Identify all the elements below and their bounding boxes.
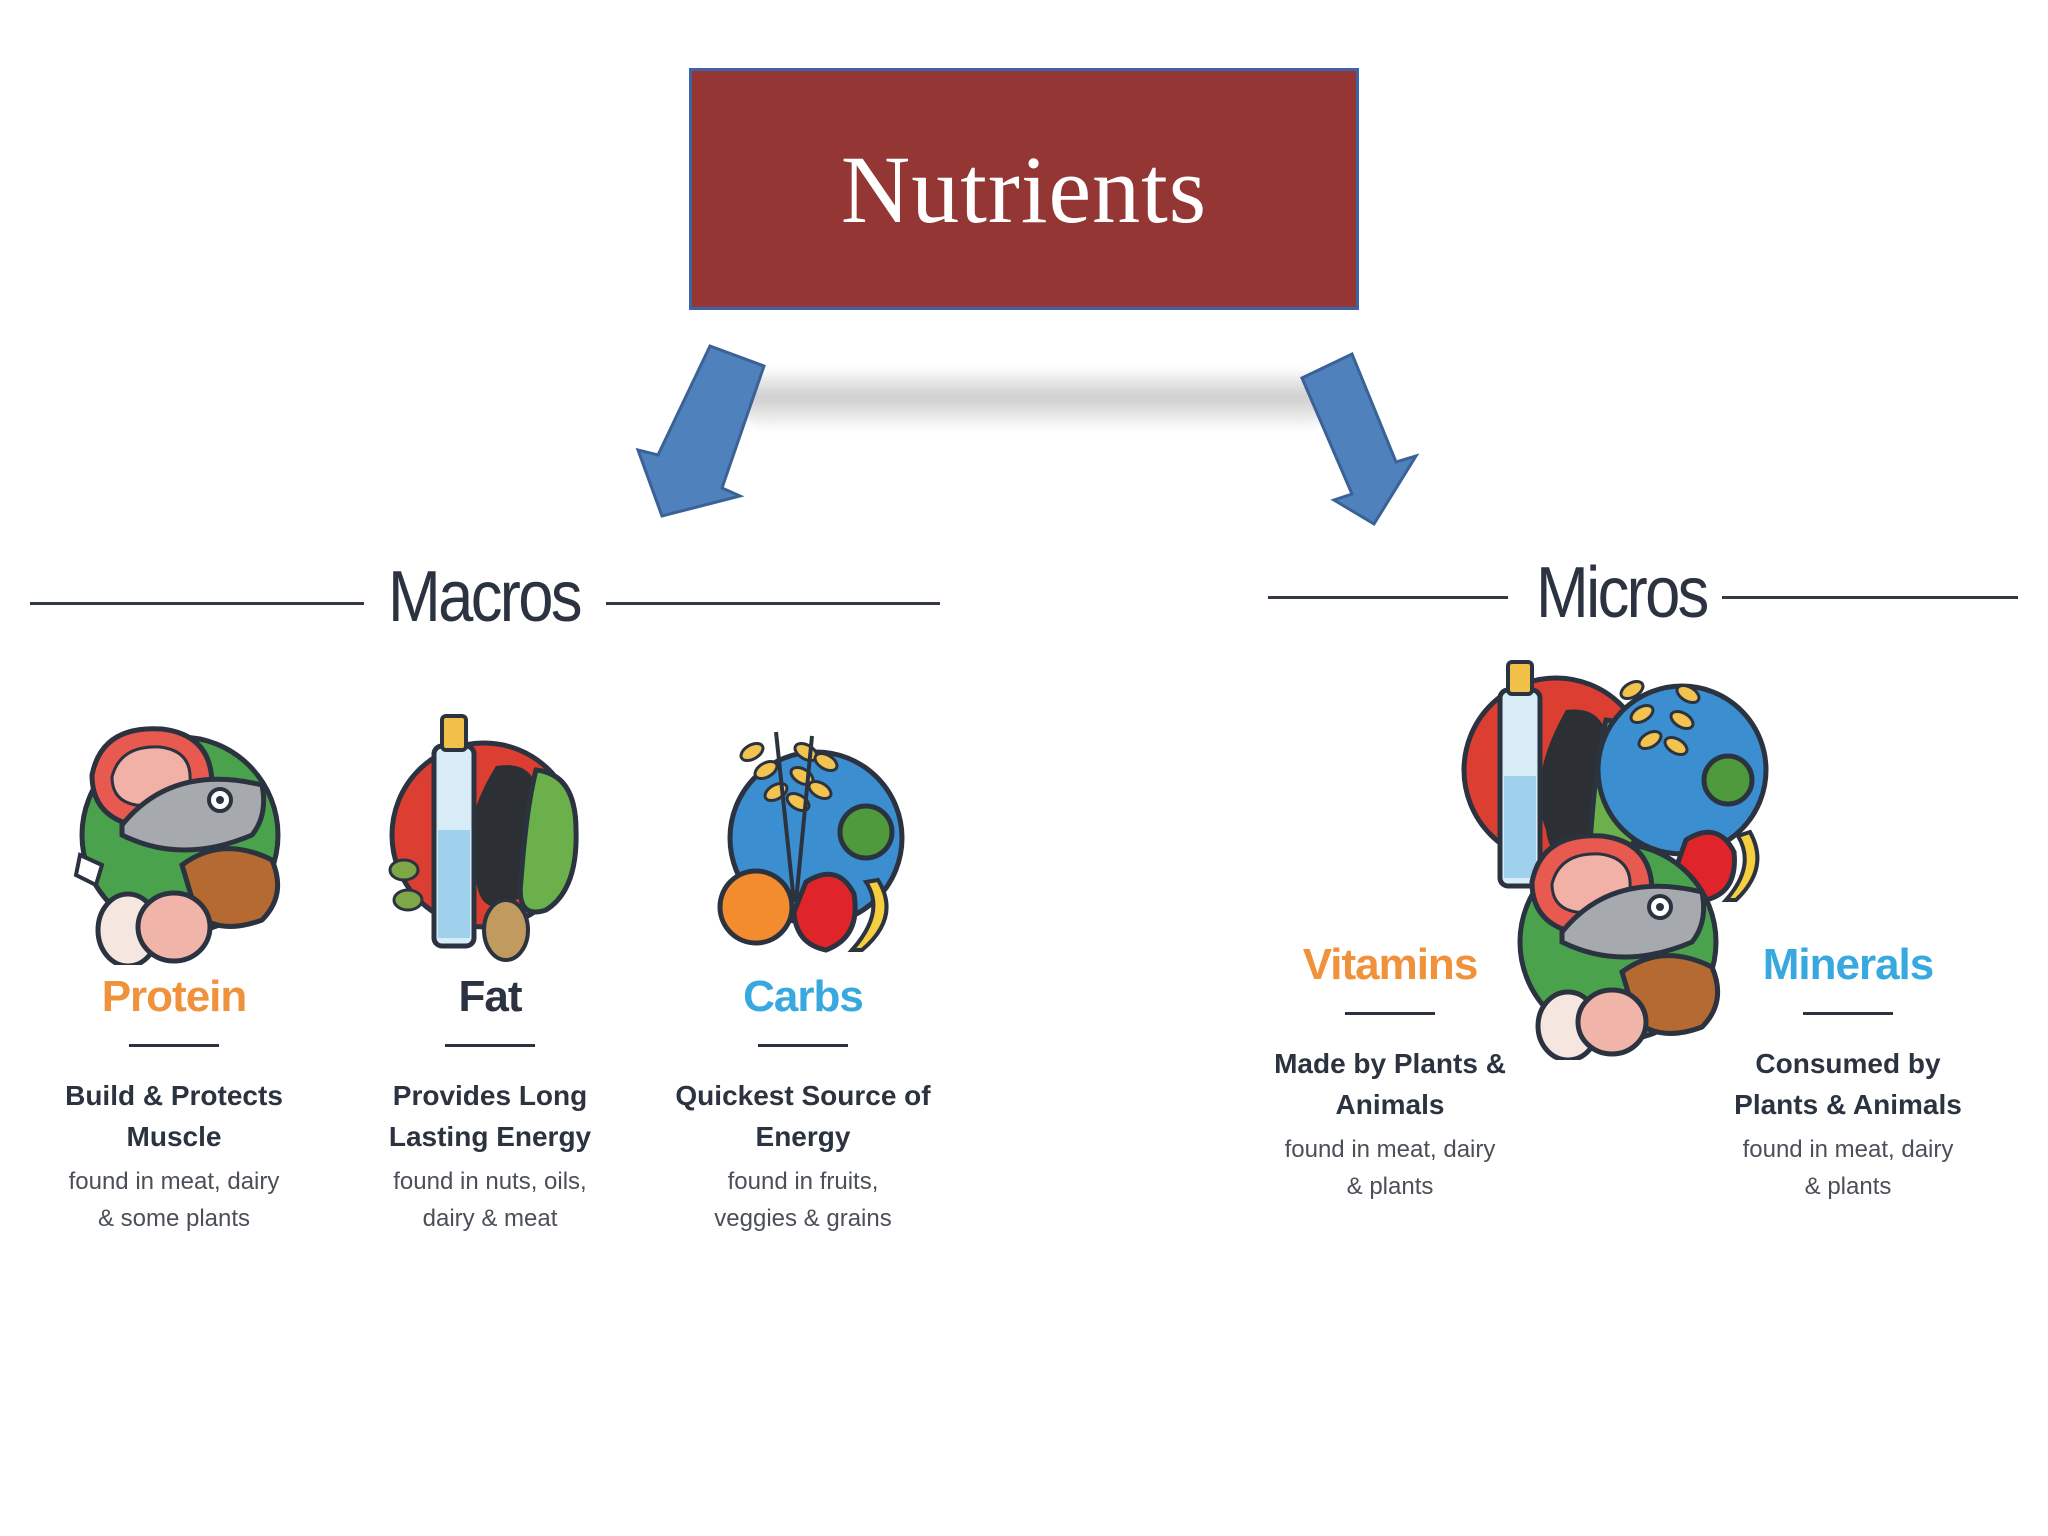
fat-desc-line2: Lasting Energy (388, 1121, 592, 1152)
protein-food-icon (73, 726, 281, 965)
minerals-note-line1: found in meat, dairy (1742, 1136, 1954, 1163)
macros-heading: Macros (388, 557, 583, 637)
carbs-desc-line2: Energy (755, 1121, 851, 1152)
minerals-desc-line2: Plants & Animals (1734, 1089, 1962, 1120)
carbs-note-line1: found in fruits, (727, 1168, 879, 1195)
minerals-title: Minerals (1762, 940, 1935, 989)
arrow-left-icon (635, 344, 766, 518)
vitamins-title: Vitamins (1302, 940, 1479, 989)
arrow-right-icon (1300, 351, 1420, 527)
protein-desc-line1: Build & Protects (65, 1080, 283, 1111)
macro-carbs: Carbs Quickest Source of Energy found in… (662, 972, 944, 1237)
diagram-title: Nutrients (840, 135, 1208, 243)
micros-rule-left (1268, 596, 1508, 599)
macro-protein: Protein Build & Protects Muscle found in… (34, 972, 314, 1237)
protein-rule (129, 1044, 219, 1047)
minerals-note-line2: & plants (1804, 1173, 1892, 1200)
macro-fat: Fat Provides Long Lasting Energy found i… (350, 972, 630, 1237)
fat-food-icon (388, 714, 579, 962)
carbs-desc-line1: Quickest Source of (675, 1080, 931, 1111)
connector-bar (740, 370, 1330, 430)
fat-rule (445, 1044, 535, 1047)
vitamins-desc-line2: Animals (1335, 1089, 1445, 1120)
fat-title: Fat (458, 972, 523, 1021)
vitamins-rule (1345, 1012, 1435, 1015)
fat-desc-line1: Provides Long (392, 1080, 588, 1111)
vitamins-desc-line1: Made by Plants & (1274, 1048, 1506, 1079)
carbs-rule (758, 1044, 848, 1047)
fat-note-line2: dairy & meat (422, 1205, 558, 1232)
macros-rule-left (30, 602, 364, 605)
minerals-desc-line1: Consumed by (1755, 1048, 1941, 1079)
protein-title: Protein (101, 972, 248, 1021)
carbs-note-line2: veggies & grains (714, 1205, 892, 1232)
micros-heading: Micros (1536, 553, 1709, 633)
macros-rule-right (606, 602, 940, 605)
nutrients-title-box: Nutrients (689, 68, 1359, 310)
carbs-title: Carbs (743, 972, 864, 1021)
minerals-rule (1803, 1012, 1893, 1015)
protein-desc-line2: Muscle (126, 1121, 222, 1152)
vitamins-note-line1: found in meat, dairy (1284, 1136, 1496, 1163)
fat-note-line1: found in nuts, oils, (393, 1168, 587, 1195)
micro-minerals: Minerals Consumed by Plants & Animals fo… (1708, 940, 1988, 1205)
micros-rule-right (1722, 596, 2018, 599)
protein-note-line1: found in meat, dairy (68, 1168, 280, 1195)
micro-vitamins: Vitamins Made by Plants & Animals found … (1250, 940, 1530, 1205)
protein-note-line2: & some plants (97, 1205, 251, 1232)
vitamins-note-line2: & plants (1346, 1173, 1434, 1200)
combined-food-icon (1461, 660, 1769, 1060)
carbs-food-icon (717, 731, 905, 953)
